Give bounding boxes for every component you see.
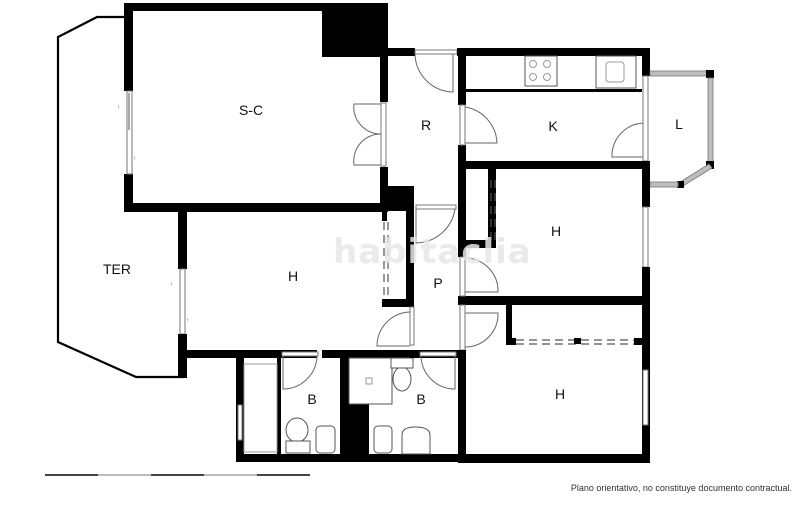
bedroom-2-walls bbox=[458, 161, 650, 462]
washbasin-icon bbox=[401, 426, 431, 455]
stove-icon bbox=[524, 55, 558, 87]
scale-bar bbox=[45, 474, 310, 476]
room-label-b2: B bbox=[416, 391, 426, 407]
watermark: habitaclia bbox=[333, 232, 532, 272]
laundry-bay bbox=[649, 70, 714, 188]
living-room-walls bbox=[124, 3, 415, 212]
room-label-b1: B bbox=[307, 391, 317, 407]
bathroom-2 bbox=[348, 350, 457, 455]
bedroom-3-wardrobe bbox=[458, 305, 650, 463]
bathroom-1 bbox=[236, 350, 458, 462]
corridor-doors bbox=[415, 204, 499, 462]
room-label-sc: S-C bbox=[238, 102, 264, 118]
room-label-h1: H bbox=[287, 268, 299, 284]
kitchen bbox=[458, 48, 650, 169]
svg-text:↑: ↑ bbox=[186, 318, 189, 324]
room-label-p: P bbox=[433, 275, 443, 291]
hall-r-walls bbox=[414, 48, 650, 205]
bidet-icon bbox=[315, 425, 336, 454]
svg-text:↓: ↓ bbox=[170, 281, 173, 287]
toilet-icon bbox=[285, 417, 309, 443]
room-label-h3: H bbox=[554, 386, 566, 402]
room-label-l: L bbox=[675, 116, 683, 132]
bidet-icon bbox=[373, 425, 393, 454]
svg-text:↓: ↓ bbox=[117, 104, 120, 110]
sink-icon bbox=[595, 55, 637, 89]
room-label-r: R bbox=[420, 117, 432, 133]
living-room-window: ↓ ↑ bbox=[117, 90, 136, 175]
terrace-outline bbox=[56, 15, 184, 379]
toilet-icon bbox=[392, 366, 412, 392]
living-room-double-door bbox=[353, 102, 387, 167]
room-label-ter: TER bbox=[103, 261, 131, 277]
disclaimer-text: Plano orientativo, no constituye documen… bbox=[570, 483, 792, 493]
svg-text:↑: ↑ bbox=[133, 156, 136, 162]
room-label-k: K bbox=[548, 118, 558, 134]
room-label-h2: H bbox=[550, 223, 562, 239]
bedroom-1-walls: ↓ ↑ bbox=[170, 211, 458, 378]
